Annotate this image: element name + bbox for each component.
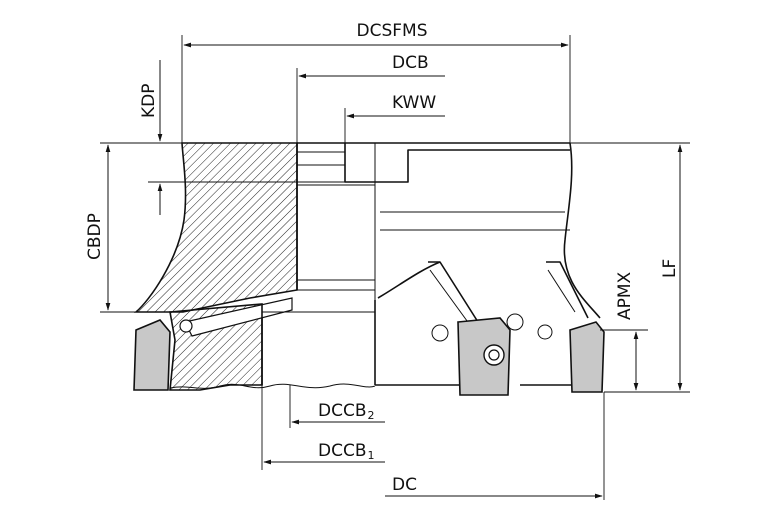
bore-lines — [261, 142, 570, 385]
inserts — [133, 317, 605, 396]
label-kdp: KDP — [139, 84, 159, 119]
section-hatch — [133, 142, 298, 313]
right-insert — [569, 321, 605, 393]
channel-end — [179, 319, 193, 333]
label-lf: LF — [660, 259, 680, 278]
bottom-edge — [169, 383, 376, 389]
insert-screw-icon — [483, 344, 505, 366]
label-cbdp: CBDP — [85, 213, 105, 260]
dimension-labels: DCSFMS DCB KWW KDP CBDP APMX LF DCCB2 DC… — [85, 21, 680, 495]
label-dccb1: DCCB1 — [318, 441, 375, 462]
label-apmx: APMX — [615, 271, 635, 320]
label-kww: KWW — [392, 93, 436, 113]
label-dcsfms: DCSFMS — [357, 21, 428, 41]
dimension-lines — [105, 42, 683, 499]
label-dccb2: DCCB2 — [318, 401, 375, 422]
left-insert — [133, 319, 171, 391]
label-dc: DC — [392, 475, 417, 495]
label-dcb: DCB — [392, 53, 429, 73]
extension-lines — [100, 35, 690, 500]
sectioned-body — [133, 142, 298, 391]
